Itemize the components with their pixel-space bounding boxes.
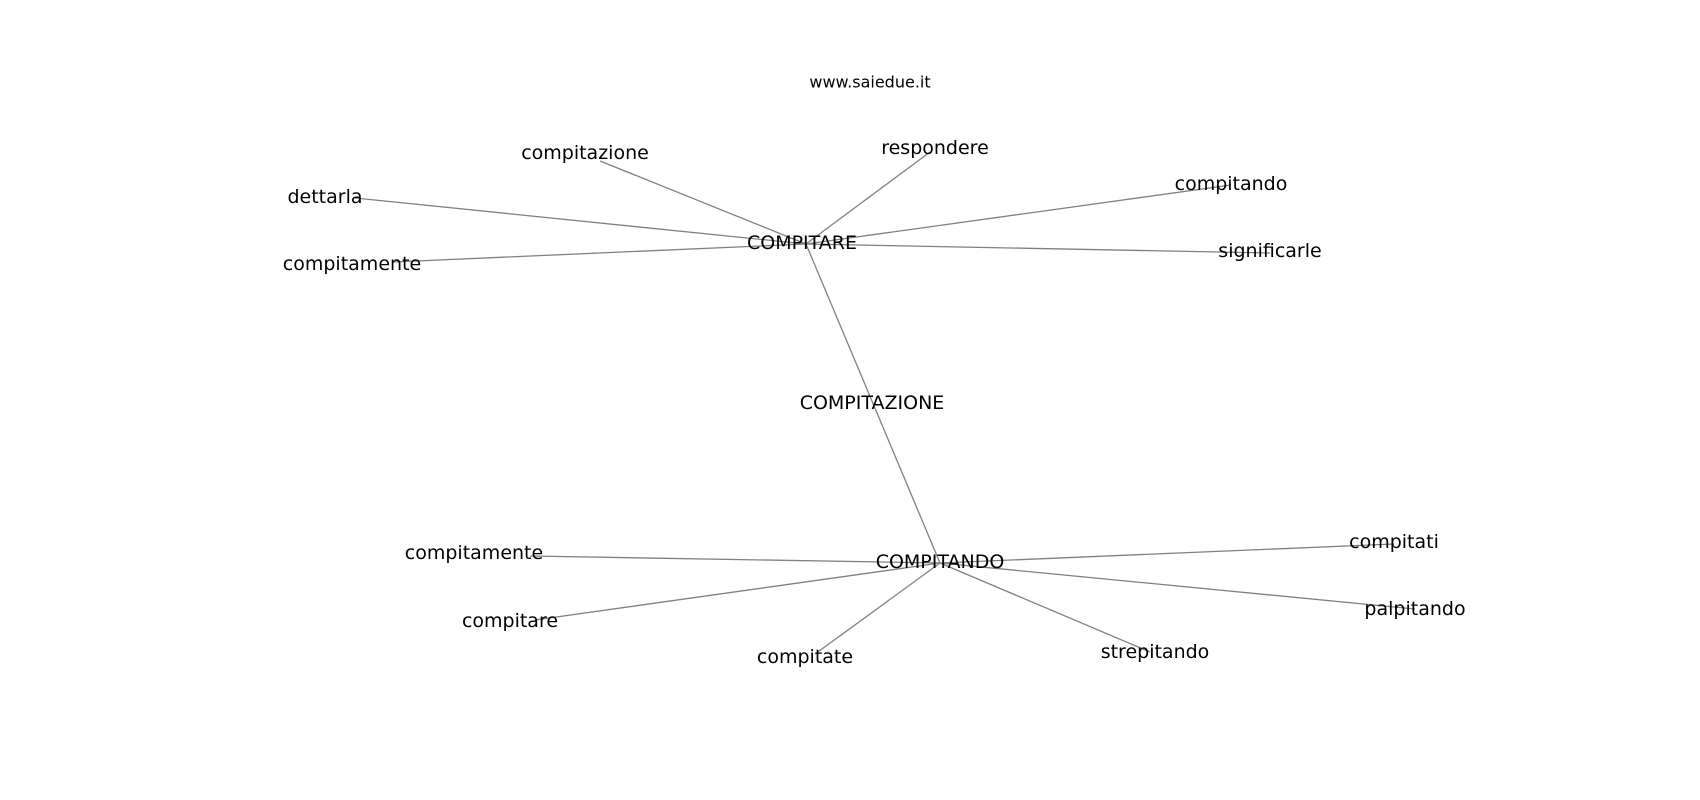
edge-compitando_hub-strepitando — [939, 562, 1151, 653]
node-label-significarle: significarle — [1218, 240, 1321, 262]
node-label-palpitando: palpitando — [1364, 598, 1465, 620]
node-label-compitare: compitare — [462, 610, 558, 632]
node-label-compitate: compitate — [757, 646, 853, 668]
edge-compitare_hub-compitazione — [599, 160, 807, 245]
node-label-compitando-hub: COMPITANDO — [876, 551, 1005, 573]
edge-compitando_hub-compitate — [814, 562, 941, 655]
edges — [354, 151, 1416, 655]
edge-compitare_hub-dettarla — [354, 197, 807, 245]
edge-compitare_hub-compitamente_top — [392, 243, 807, 263]
edge-compitando_hub-compitati — [939, 543, 1395, 564]
nodes: COMPITAZIONE COMPITARE COMPITANDO compitazi… — [283, 137, 1466, 668]
node-label-dettarla: dettarla — [287, 186, 362, 208]
edge-compitare_hub-compitando — [805, 184, 1232, 245]
edge-compitando_hub-compitamente_bottom — [529, 555, 941, 564]
site-title: www.saiedue.it — [809, 73, 930, 92]
node-label-compitando: compitando — [1175, 173, 1288, 195]
node-label-compitamente-bottom: compitamente — [405, 542, 543, 564]
node-label-strepitando: strepitando — [1101, 641, 1210, 663]
edge-compitare_hub-compitando_hub — [805, 243, 941, 564]
node-label-compitati: compitati — [1349, 531, 1439, 553]
edge-compitare_hub-significarle — [805, 243, 1271, 254]
edge-compitare_hub-respondere — [805, 151, 931, 245]
edge-compitando_hub-compitare — [534, 562, 941, 621]
node-label-compitazione-center: COMPITAZIONE — [800, 392, 945, 414]
node-label-compitazione: compitazione — [521, 142, 649, 164]
node-label-compitare-hub: COMPITARE — [747, 232, 857, 254]
node-label-respondere: respondere — [881, 137, 989, 159]
edge-compitando_hub-palpitando — [939, 562, 1416, 610]
node-label-compitamente-top: compitamente — [283, 253, 421, 275]
